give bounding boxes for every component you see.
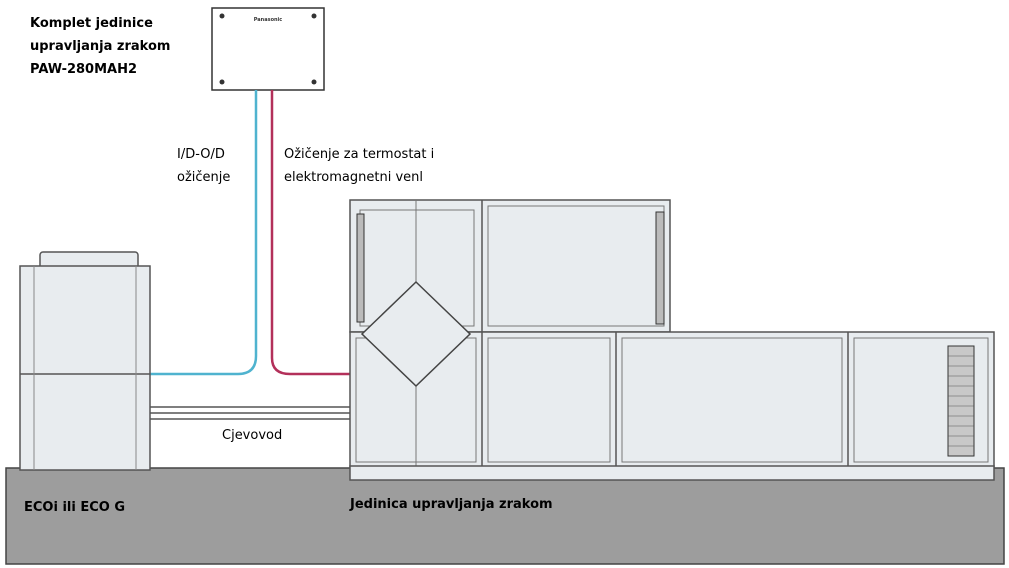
kit-label-line3: PAW-280MAH2 [30,62,137,77]
box-brand-text: Panasonic [254,17,283,23]
thermo-label-line2: elektromagnetni venl [284,170,423,185]
piping-label: Cjevovod [222,428,282,443]
ground-slab [5,467,1005,565]
piping [150,406,350,420]
io-label-line1: I/D-O/D [177,147,225,162]
outdoor-unit [19,251,151,471]
kit-label-line1: Komplet jedinice [30,16,153,31]
heat-exchanger [360,280,472,388]
lower-right-filter [947,345,975,457]
io-label-line2: ožičenje [177,170,230,185]
upper-right-filter [655,211,665,325]
ahu-label: Jedinica upravljanja zrakom [349,497,553,512]
thermostat-wire [270,90,350,376]
air-handling-unit [349,199,995,481]
io-wire [150,90,258,376]
control-kit-box: Panasonic [211,7,325,91]
outdoor-unit-label: ECOi ili ECO G [24,500,125,515]
thermo-label-line1: Ožičenje za termostat i [284,147,434,162]
kit-label-line2: upravljanja zrakom [30,39,170,54]
upper-left-filter [356,213,365,323]
